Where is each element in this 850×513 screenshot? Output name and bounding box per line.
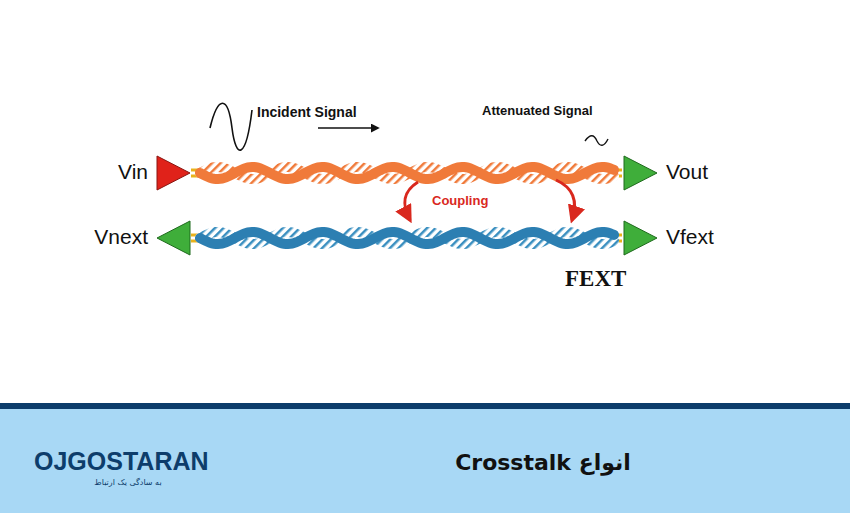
blue-twisted-pair [200,232,614,244]
port-label: Vout [666,160,708,184]
direction-arrow [318,127,378,129]
fext-receiver-triangle [624,221,657,255]
port-label: Vnext [94,225,148,249]
blue-twisted-pair [200,232,614,244]
signal-label: Incident Signal [257,104,357,120]
coupling-arrow [405,182,418,220]
logo-text: OJGOSTARAN [34,447,209,476]
incident-wave [210,103,252,150]
band-line [0,403,850,409]
coupling-arrow [556,180,575,220]
receiver-triangle [624,156,657,190]
port-label: Vfext [666,225,714,249]
footer-band [0,409,850,513]
page-title: انواع Crosstalk [455,450,631,475]
attenuated-wave [585,136,608,146]
signal-label: Attenuated Signal [482,104,593,119]
orange-twisted-pair [200,167,614,179]
driver-triangle [157,156,190,190]
orange-twisted-pair [200,167,614,179]
coupling-label: Coupling [432,194,488,209]
port-label: Vin [118,160,148,184]
fext-label: FEXT [565,266,626,292]
logo-tagline: به سادگی یک ارتباط [94,478,161,487]
next-receiver-triangle [157,221,190,255]
